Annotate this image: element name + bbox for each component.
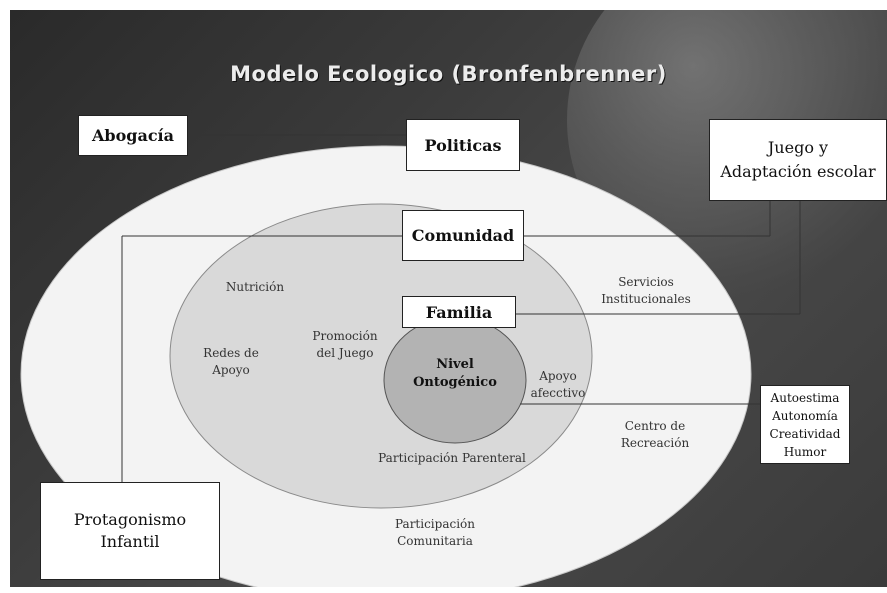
label-nutricion: Nutrición [225,280,285,294]
nivel-ontogenico-label: Nivel Ontogénico [413,357,497,390]
label-promocion-juego: Promoción del Juego [312,329,378,360]
label-participacion-parenteral: Participación Parenteral [378,451,526,465]
label-apoyo-afectivo: Apoyo afecctivo [530,369,586,400]
protagonismo-box: Protagonismo Infantil [40,482,220,580]
juego-adaptacion-box: Juego y Adaptación escolar [709,119,887,201]
familia-box: Familia [402,296,516,328]
politicas-box: Politicas [406,119,520,171]
slide-background: Modelo Ecologico (Bronfenbrenner) Abogac… [10,10,887,587]
ecological-rings [20,134,801,587]
autoestima-box: Autoestima Autonomía Creatividad Humor [760,385,850,464]
comunidad-box: Comunidad [402,210,524,261]
label-servicios-institucionales: Servicios Institucionales [601,275,691,306]
abogacia-box: Abogacía [78,115,188,156]
diagram-title: Modelo Ecologico (Bronfenbrenner) [230,62,667,86]
label-participacion-comunitaria: Participación Comunitaria [395,517,475,548]
label-redes-apoyo: Redes de Apoyo [203,346,259,377]
label-centro-recreacion: Centro de Recreación [620,419,690,450]
